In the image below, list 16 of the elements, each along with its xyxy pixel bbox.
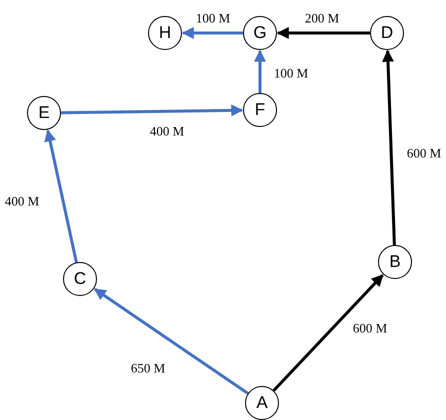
- edge-label: 650 M: [130, 362, 166, 374]
- arrow: [254, 50, 266, 93]
- arrow: [44, 129, 78, 263]
- edge-label: 100 M: [272, 66, 310, 80]
- arrow: [60, 104, 244, 116]
- edge-label: 200 M: [304, 12, 340, 24]
- arrow: [272, 274, 384, 392]
- edge-label: 100 M: [194, 12, 232, 24]
- edge-label: 400 M: [148, 124, 186, 138]
- edge-label: 400 M: [4, 194, 40, 208]
- edge-label: 600 M: [406, 146, 442, 160]
- arrow: [276, 27, 370, 39]
- arrow: [94, 288, 249, 395]
- arrow: [382, 50, 396, 246]
- edge-label: 600 M: [352, 322, 388, 334]
- arrow: [182, 27, 243, 39]
